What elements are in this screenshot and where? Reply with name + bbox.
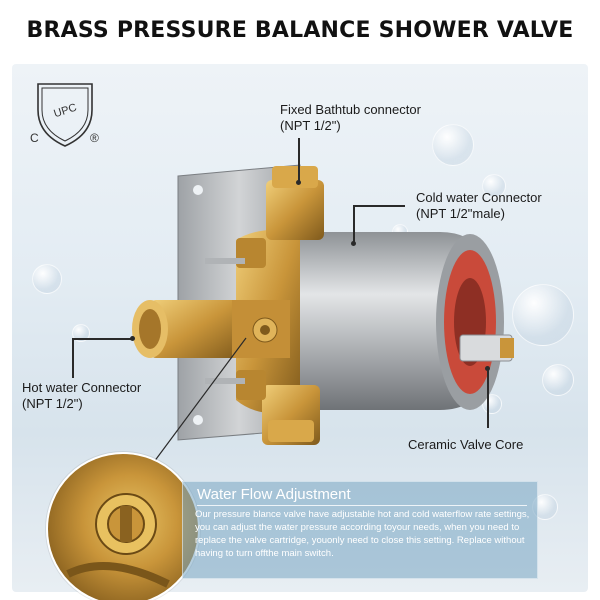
adjustment-screw-icon	[66, 493, 170, 588]
bubble	[542, 364, 574, 396]
upc-registered-symbol: ®	[90, 131, 99, 145]
callout-line-bathtub	[298, 138, 300, 182]
steel-valve-body	[280, 232, 504, 410]
bubble	[72, 324, 90, 342]
callout-line-hot-horizontal	[72, 338, 132, 340]
bubble	[32, 264, 62, 294]
upc-certification-icon: UPC C ®	[30, 83, 99, 147]
callout-hot-water-line2: (NPT 1/2")	[22, 396, 83, 411]
callout-dot-cold	[351, 241, 356, 246]
info-title-underline	[197, 505, 527, 506]
page-title: BRASS PRESSURE BALANCE SHOWER VALVE	[26, 18, 574, 43]
bubble	[432, 124, 474, 166]
water-flow-info-box: Water Flow Adjustment Our pressure blanc…	[182, 481, 538, 579]
callout-hot-water-line1: Hot water Connector	[22, 380, 142, 395]
callout-hot-water: Hot water Connector (NPT 1/2")	[22, 380, 141, 412]
bubble	[482, 174, 506, 198]
info-title: Water Flow Adjustment	[197, 486, 351, 503]
callout-fixed-bathtub-line2: (NPT 1/2")	[280, 118, 341, 133]
callout-ceramic-core-line1: Ceramic Valve Core	[408, 437, 524, 452]
callout-line-ceramic	[487, 368, 489, 428]
ceramic-core-stem	[459, 334, 514, 362]
callout-cold-water-line2: (NPT 1/2"male)	[416, 206, 505, 221]
callout-cold-water: Cold water Connector (NPT 1/2"male)	[416, 190, 542, 222]
callout-line-cold-vertical	[353, 205, 355, 243]
callout-line-hot-vertical	[72, 338, 74, 378]
callout-fixed-bathtub-line1: Fixed Bathtub connector	[280, 102, 421, 117]
callout-ceramic-core: Ceramic Valve Core	[408, 437, 523, 453]
callout-line-cold-horizontal	[353, 205, 405, 207]
upc-left-letter: C	[30, 131, 39, 145]
callout-dot-bathtub	[296, 180, 301, 185]
flow-adjustment-zoom	[46, 452, 200, 600]
bubble	[512, 284, 574, 346]
callout-dot-ceramic	[485, 366, 490, 371]
callout-fixed-bathtub: Fixed Bathtub connector (NPT 1/2")	[280, 102, 421, 134]
mounting-rods	[205, 258, 245, 384]
info-description: Our pressure blance valve have adjustabl…	[195, 509, 530, 559]
hot-water-connector-fitting	[132, 300, 290, 358]
callout-cold-water-line1: Cold water Connector	[416, 190, 542, 205]
callout-dot-hot	[130, 336, 135, 341]
